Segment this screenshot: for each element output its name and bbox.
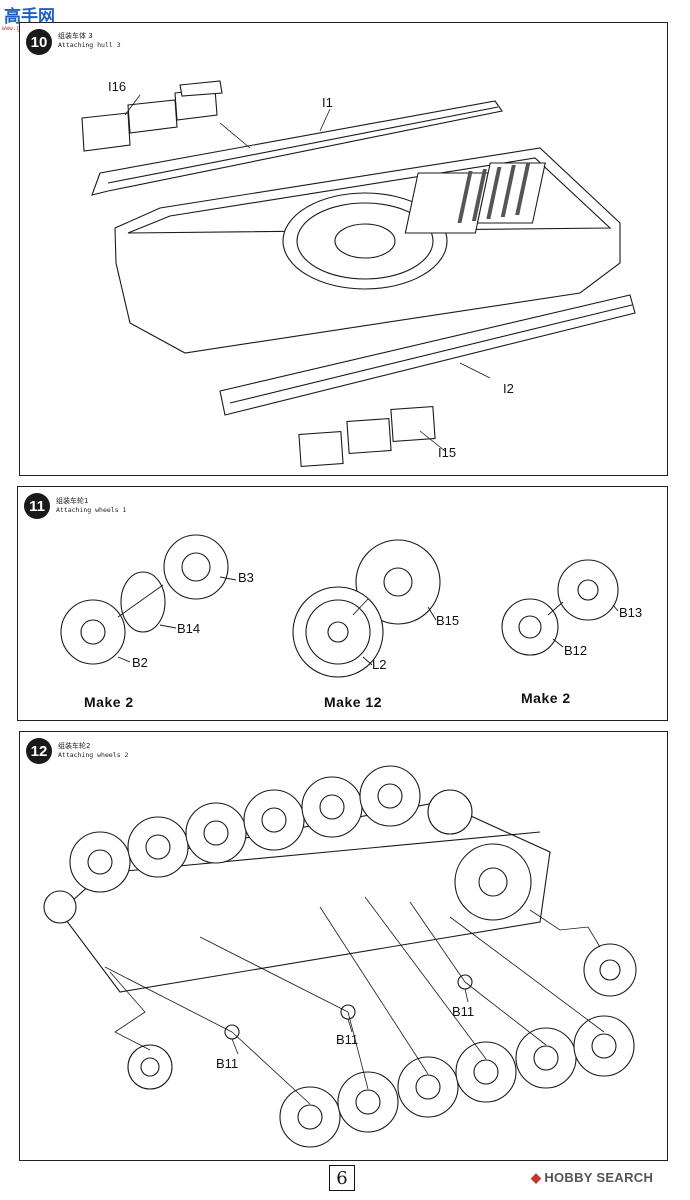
part-label-b14: B14 — [177, 621, 201, 636]
step-11-badge: 11 — [24, 493, 50, 519]
part-label-i1: I1 — [322, 95, 333, 110]
step-10-badge: 10 — [26, 29, 52, 55]
hobby-search-icon: ◆ — [531, 1170, 542, 1185]
step-11-panel: 11 组装车轮1 Attaching wheels 1 — [17, 486, 668, 721]
step-10-panel: 10 组装车体 3 Attaching hull 3 — [19, 22, 668, 476]
make-label-sprocket: Make 2 — [84, 694, 134, 710]
part-label-b2: B2 — [132, 655, 148, 670]
make-label-idler: Make 2 — [521, 690, 571, 706]
part-label-b15: B15 — [436, 613, 460, 628]
make-label-roadwheel: Make 12 — [324, 694, 382, 710]
hobby-search-watermark: ◆HOBBY SEARCH — [531, 1170, 653, 1186]
step-10-title-en: Attaching hull 3 — [58, 41, 121, 49]
step-10-title-cn: 组装车体 3 — [58, 32, 93, 40]
step-12-title-en: Attaching wheels 2 — [58, 751, 129, 759]
step-11-title-cn: 组装车轮1 — [56, 497, 89, 505]
part-label-i16: I16 — [108, 79, 127, 94]
part-label-i2: I2 — [503, 381, 514, 396]
step-12-badge: 12 — [26, 738, 52, 764]
wheels-drawing — [60, 534, 619, 678]
page-number: 6 — [329, 1165, 355, 1191]
part-label-b11-middle: B11 — [336, 1032, 359, 1047]
step-11-title-en: Attaching wheels 1 — [56, 506, 127, 514]
hobby-search-text: HOBBY SEARCH — [544, 1170, 654, 1185]
step-12-panel: 12 组装车轮2 Attaching wheels 2 — [19, 731, 668, 1161]
hull-assembly-drawing — [81, 80, 636, 468]
part-label-i15: I15 — [438, 445, 457, 460]
suspension-drawing — [43, 765, 637, 1148]
step-12-title-cn: 组装车轮2 — [58, 742, 91, 750]
part-label-b13: B13 — [619, 605, 643, 620]
part-label-b11-right: B11 — [452, 1004, 475, 1019]
part-label-b12: B12 — [564, 643, 588, 658]
part-label-b3: B3 — [238, 570, 254, 585]
part-label-b11-left: B11 — [216, 1056, 239, 1071]
part-label-l2: L2 — [372, 657, 387, 672]
